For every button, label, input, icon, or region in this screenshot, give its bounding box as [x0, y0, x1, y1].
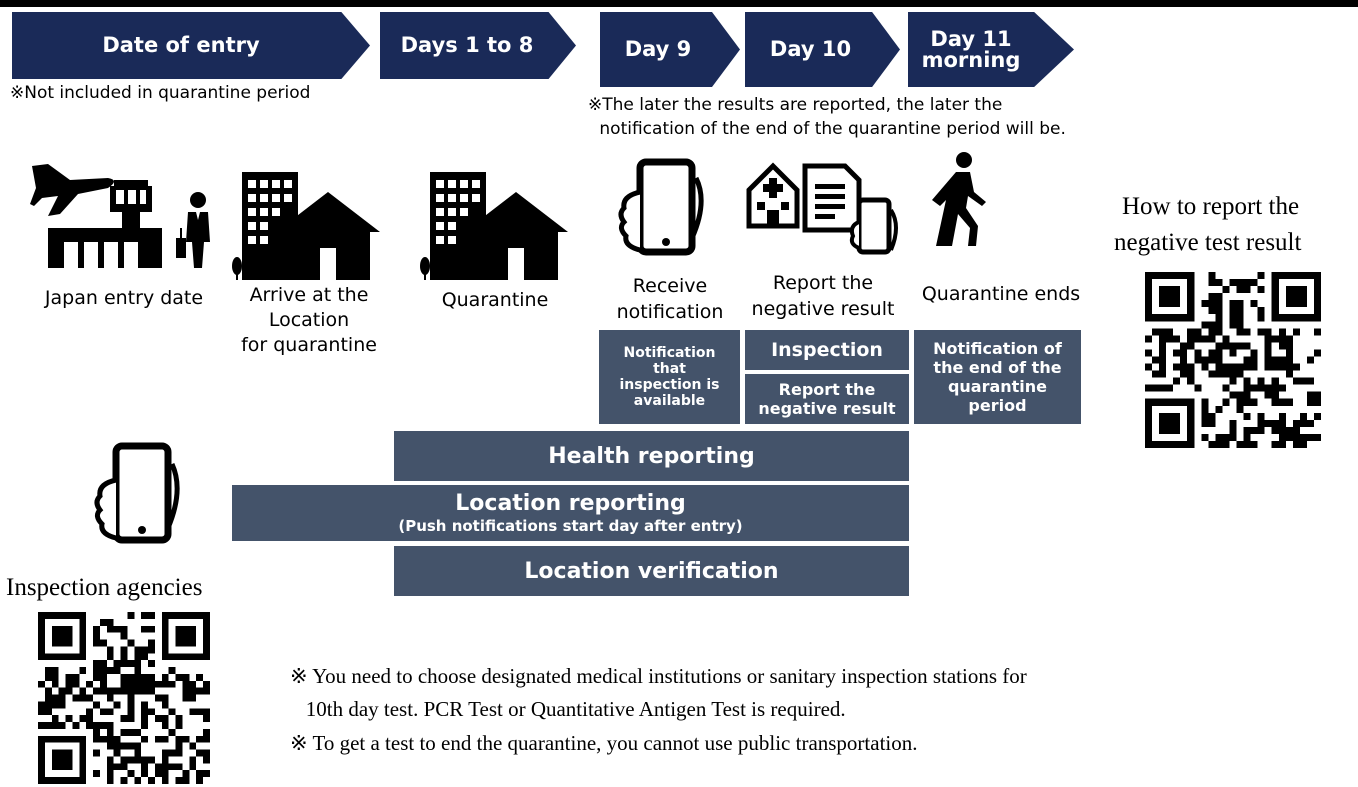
building-house-icon — [232, 172, 380, 280]
agencies-qr-title: Inspection agencies — [6, 574, 203, 601]
stage-label-report-negative: Report the negative result — [751, 272, 895, 320]
top-rule — [0, 0, 1358, 7]
smartphone-icon — [618, 158, 704, 256]
footnote-1: ※ You need to choose designated medical … — [290, 664, 1027, 688]
footnote-2: 10th day test. PCR Test or Quantitative … — [290, 697, 846, 721]
timeline-step-days-1-8: Days 1 to 8 — [380, 12, 576, 79]
building-house-icon — [420, 172, 568, 280]
report-qr-title-line-1: How to report the — [1122, 193, 1300, 220]
health-reporting-bar: Health reporting — [394, 431, 909, 481]
report-qr-title-line-2: negative test result — [1114, 229, 1302, 256]
location-verification-bar: Location verification — [394, 546, 909, 596]
hospital-document-icon — [746, 162, 898, 255]
smartphone-icon — [94, 442, 180, 544]
timeline-step-day-9: Day 9 — [600, 12, 740, 87]
report-note-line-1: ※The later the results are reported, the… — [588, 95, 1003, 115]
stage-label-arrive-location: Arrive at the Location for quarantine — [241, 284, 377, 356]
report-negative-box: Report the negative result — [745, 374, 909, 424]
stage-label-japan-entry-date: Japan entry date — [44, 287, 204, 309]
stage-label-quarantine-ends: Quarantine ends — [921, 283, 1081, 305]
timeline-step-day-10: Day 10 — [745, 12, 900, 87]
end-notification-box: Notification of the end of the quarantin… — [914, 330, 1081, 424]
location-reporting-bar: Location reporting (Push notifications s… — [232, 485, 909, 541]
timeline-step-day-11: Day 11 morning — [908, 12, 1074, 87]
agencies-qr-code[interactable] — [38, 612, 210, 784]
report-qr-code[interactable] — [1143, 272, 1323, 448]
stage-label-receive-notification: Receive notification — [616, 275, 724, 323]
stage-label-quarantine: Quarantine — [441, 289, 549, 311]
airport-icon — [30, 164, 210, 268]
timeline-step-date-of-entry: Date of entry — [12, 12, 370, 79]
footnote-3: ※ To get a test to end the quarantine, y… — [290, 731, 918, 755]
walking-person-icon — [932, 152, 986, 246]
entry-note: ※Not included in quarantine period — [10, 83, 311, 103]
notification-available-box: Notification that inspection is availabl… — [599, 330, 740, 424]
report-note-line-2: notification of the end of the quarantin… — [594, 119, 1066, 139]
inspection-box: Inspection — [745, 330, 909, 370]
